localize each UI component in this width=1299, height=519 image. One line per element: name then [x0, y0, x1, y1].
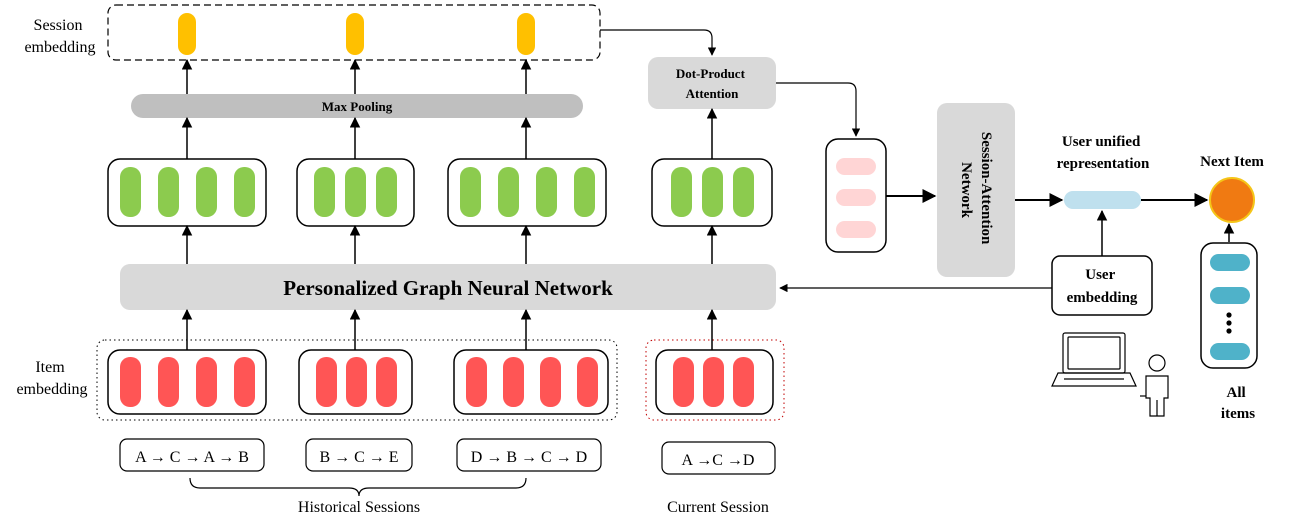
- session-embedding-label: Session embedding: [24, 17, 95, 56]
- current-session-label: Current Session: [667, 499, 769, 516]
- item-pill: [1210, 287, 1250, 304]
- session-attention-network-box: [937, 103, 1015, 277]
- item-pill: [1210, 343, 1250, 360]
- item-pill: [1210, 254, 1250, 271]
- pgnn-label: Personalized Graph Neural Network: [283, 276, 613, 300]
- all-items-label: All items: [1221, 385, 1255, 422]
- arrow: [600, 29, 717, 56]
- green-pill: [120, 167, 141, 217]
- user-embedding-label: User embedding: [1067, 267, 1138, 306]
- arrow: [776, 82, 861, 137]
- red-pill: [120, 357, 141, 407]
- all-items-box: [1200, 242, 1258, 369]
- historical-sessions-brace: [189, 477, 527, 497]
- user-unified-representation-label: User unified representation: [1057, 134, 1150, 172]
- green-pill: [574, 167, 595, 217]
- session-attention-network-label: Session-Attention Network: [958, 132, 994, 248]
- green-pill: [460, 167, 481, 217]
- historical-item-group: [96, 339, 618, 421]
- session-embedding-box: [107, 4, 601, 61]
- user-unified-pill: [1064, 191, 1141, 209]
- red-pill: [316, 357, 337, 407]
- green-pill: [733, 167, 754, 217]
- ellipsis-dot: [1226, 320, 1232, 326]
- session-sequence-box: [456, 438, 602, 472]
- green-pill: [498, 167, 519, 217]
- session-sequence-box-current: [661, 441, 776, 475]
- max-pooling-bar: [131, 94, 583, 118]
- attention-pill: [836, 158, 876, 175]
- green-pill: [536, 167, 557, 217]
- session-sequence: A →C →D: [682, 452, 755, 469]
- red-pill: [503, 357, 524, 407]
- green-pill: [376, 167, 397, 217]
- red-pill: [673, 357, 694, 407]
- green-pill: [702, 167, 723, 217]
- dot-product-attention-box: [648, 57, 776, 109]
- session-sequence: B → C → E: [319, 449, 398, 466]
- red-pill: [703, 357, 724, 407]
- historical-sessions-label: Historical Sessions: [298, 499, 420, 516]
- max-pooling-label: Max Pooling: [322, 99, 393, 114]
- green-pill: [314, 167, 335, 217]
- ellipsis-dot: [1226, 328, 1232, 334]
- green-pill: [158, 167, 179, 217]
- session-sequence-box: [119, 438, 265, 472]
- red-pill: [376, 357, 397, 407]
- attention-pill: [836, 189, 876, 206]
- session-sequence: A → C → A → B: [135, 449, 249, 466]
- user-embedding-box: [1051, 255, 1153, 316]
- green-pill: [234, 167, 255, 217]
- green-pill: [345, 167, 366, 217]
- red-pill: [346, 357, 367, 407]
- session-pill: [178, 13, 196, 55]
- ellipsis-dot: [1226, 312, 1232, 318]
- green-pill: [196, 167, 217, 217]
- session-sequence-box: [305, 438, 413, 472]
- session-pill: [517, 13, 535, 55]
- item-embedding-label: Item embedding: [16, 359, 87, 398]
- pgnn-bar: [120, 264, 776, 310]
- session-pill: [346, 13, 364, 55]
- computer-icon: [1051, 332, 1137, 387]
- dot-product-attention-label: Dot-Product Attention: [676, 66, 748, 101]
- attention-pill: [836, 221, 876, 238]
- red-pill: [540, 357, 561, 407]
- next-item-label: Next Item: [1200, 154, 1264, 170]
- red-pill: [466, 357, 487, 407]
- next-item-circle: [1209, 177, 1255, 223]
- red-pill: [158, 357, 179, 407]
- red-pill: [196, 357, 217, 407]
- item-embedding-box: [453, 349, 609, 415]
- red-pill: [733, 357, 754, 407]
- green-pill: [671, 167, 692, 217]
- user-icon: [1140, 354, 1169, 417]
- red-pill: [577, 357, 598, 407]
- red-pill: [234, 357, 255, 407]
- session-sequence: D → B → C → D: [471, 449, 587, 466]
